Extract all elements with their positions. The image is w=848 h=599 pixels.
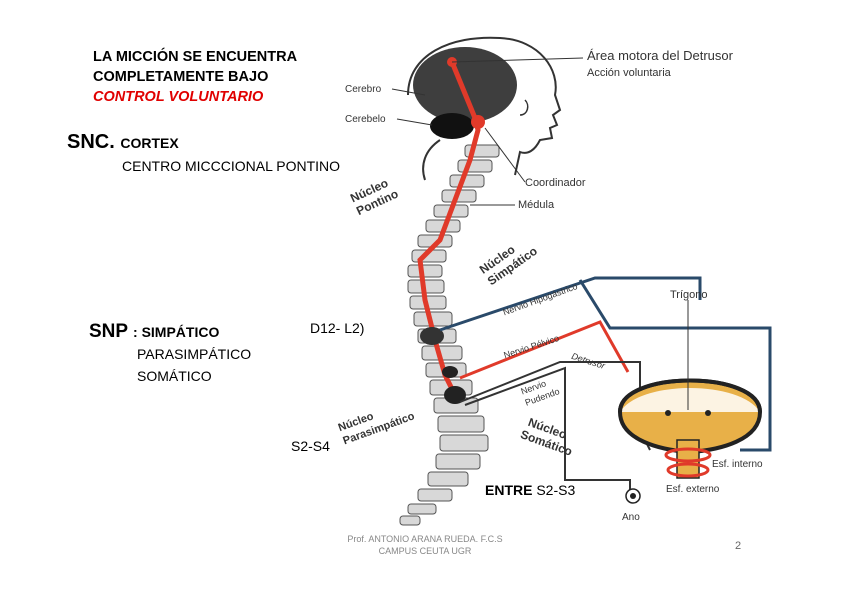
label-cerebro: Cerebro bbox=[345, 84, 382, 95]
annotation-entre: ENTRE S2-S3 bbox=[485, 482, 575, 498]
page-number: 2 bbox=[735, 540, 742, 552]
neck-outline bbox=[422, 139, 441, 181]
annotation-s2-s4: S2-S4 bbox=[291, 438, 330, 454]
hypogastric-to-bladder bbox=[578, 279, 772, 452]
footer-campus: CAMPUS CEUTA UGR bbox=[378, 546, 472, 556]
label-detrusor: Detrusor bbox=[570, 351, 607, 371]
parasympathetic-ganglion bbox=[444, 386, 466, 404]
nervio-hipogastrico-line bbox=[439, 276, 702, 332]
ear-icon bbox=[519, 99, 529, 116]
spine bbox=[399, 144, 500, 526]
label-trigono: Trígono bbox=[670, 289, 708, 301]
snp-block: SNP : SIMPÁTICO bbox=[89, 321, 219, 343]
urethra bbox=[676, 439, 700, 479]
footer-author: Prof. ANTONIO ARANA RUEDA. F.C.S bbox=[347, 534, 503, 544]
label-ano: Ano bbox=[622, 512, 640, 523]
nervio-pelvico-line bbox=[459, 320, 630, 380]
label-nervio-hipogastrico: Nervio Hipogástrico bbox=[502, 281, 579, 317]
pontine-node bbox=[471, 115, 485, 129]
footer: Prof. ANTONIO ARANA RUEDA. F.C.S CAMPUS … bbox=[330, 533, 520, 557]
cerebellum bbox=[430, 113, 474, 139]
label-coordinador: Coordinador bbox=[525, 177, 586, 189]
head-outline bbox=[407, 36, 562, 176]
brain-cerebro bbox=[413, 47, 517, 123]
internal-sphincter bbox=[664, 447, 712, 463]
label-esf-externo: Esf. externo bbox=[666, 484, 720, 495]
annotation-entre-word: ENTRE bbox=[485, 482, 533, 498]
annotation-entre-range: S2-S3 bbox=[536, 482, 576, 498]
external-sphincter bbox=[666, 462, 710, 478]
snp-item-simpatico: : SIMPÁTICO bbox=[133, 324, 220, 340]
snc-label: SNC. bbox=[67, 131, 115, 153]
label-nervio-pelvico: Nervio Pélvico bbox=[502, 333, 560, 360]
snc-item-cortex: CORTEX bbox=[120, 135, 179, 151]
title-line-1: LA MICCIÓN SE ENCUENTRA bbox=[93, 49, 298, 65]
sympathetic-ganglion bbox=[420, 327, 444, 345]
label-medula: Médula bbox=[518, 199, 555, 211]
snp-label: SNP bbox=[89, 321, 128, 342]
title-line-3: CONTROL VOLUNTARIO bbox=[93, 89, 264, 105]
snp-item-somatico: SOMÁTICO bbox=[137, 368, 212, 384]
annotation-d12-l2: D12- L2) bbox=[310, 320, 365, 336]
snc-block: SNC. CORTEX bbox=[67, 131, 179, 154]
snp-item-parasimpatico: PARASIMPÁTICO bbox=[137, 346, 252, 362]
snc-item-pontino: CENTRO MICCCIONAL PONTINO bbox=[122, 158, 341, 174]
label-area-motora: Área motora del Detrusor bbox=[587, 48, 734, 63]
label-esf-interno: Esf. interno bbox=[712, 459, 763, 470]
slide-title: LA MICCIÓN SE ENCUENTRA COMPLETAMENTE BA… bbox=[93, 47, 297, 107]
label-cerebelo: Cerebelo bbox=[345, 114, 386, 125]
title-line-2: COMPLETAMENTE BAJO bbox=[93, 69, 269, 85]
label-accion-voluntaria: Acción voluntaria bbox=[587, 67, 672, 79]
